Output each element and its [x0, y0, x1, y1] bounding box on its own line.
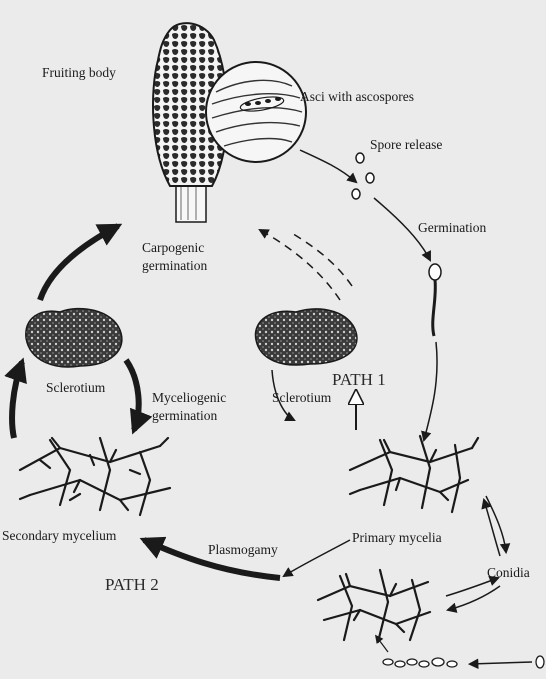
label-sclerotium-left: Sclerotium [46, 380, 106, 395]
arrow-sclerotium-to-fruiting [37, 223, 123, 302]
arrow-sclerotium-to-secondary [123, 358, 153, 435]
label-asci: Asci with ascospores [300, 89, 414, 104]
label-secondary-mycelium: Secondary mycelium [2, 528, 117, 543]
arrow-conidia-up [481, 497, 501, 557]
primary-mycelia-drawing [348, 434, 480, 514]
arrow-asci-to-spores [299, 149, 358, 184]
label-carpogenic-line2: germination [142, 258, 208, 273]
conidia-icon [382, 655, 545, 669]
label-primary-mycelia: Primary mycelia [352, 530, 442, 545]
arrow-conidia-down [485, 495, 511, 555]
arrow-secondary-to-sclerotium [4, 357, 27, 439]
arrow-path1-mid [271, 369, 296, 421]
arrow-chain-up [374, 634, 389, 653]
arrow-conidia-right [445, 576, 500, 597]
arrow-plasmogamy-to-secondary [139, 536, 281, 581]
sclerotium-mid-icon [254, 308, 358, 366]
label-myceliogenic-line2: germination [152, 408, 218, 423]
sclerotium-icon [25, 307, 123, 368]
cycle-arrows [4, 149, 533, 669]
label-conidia: Conidia [487, 565, 530, 580]
conidial-mycelium-drawing [316, 568, 432, 644]
spore-icon [351, 152, 375, 200]
label-myceliogenic-line1: Myceliogenic [152, 390, 227, 405]
fruiting-body-icon [152, 22, 229, 223]
arrow-spores-to-germination [373, 197, 431, 262]
arrow-primary-to-plasmogamy [282, 539, 351, 578]
arrow-conidia-left [445, 585, 501, 613]
arrow-path1-dashed [258, 228, 341, 301]
label-path2: PATH 2 [105, 575, 159, 594]
secondary-mycelium-drawing [18, 436, 172, 517]
label-plasmogamy: Plasmogamy [208, 542, 278, 557]
asci-lens-icon [205, 61, 307, 163]
label-sclerotium-mid: Sclerotium [272, 390, 332, 405]
label-carpogenic-line1: Carpogenic [142, 240, 205, 255]
arrow-germination-to-primary [421, 341, 438, 443]
label-germination: Germination [418, 220, 487, 235]
label-path1: PATH 1 [332, 370, 386, 389]
germinating-spore-icon [428, 263, 442, 337]
label-spore-release: Spore release [370, 137, 443, 152]
label-fruiting-body: Fruiting body [42, 65, 116, 80]
arrow-path1-dashed-2 [289, 231, 353, 287]
arrow-bottom-spore [467, 658, 533, 669]
mycelium-icon [18, 434, 480, 644]
